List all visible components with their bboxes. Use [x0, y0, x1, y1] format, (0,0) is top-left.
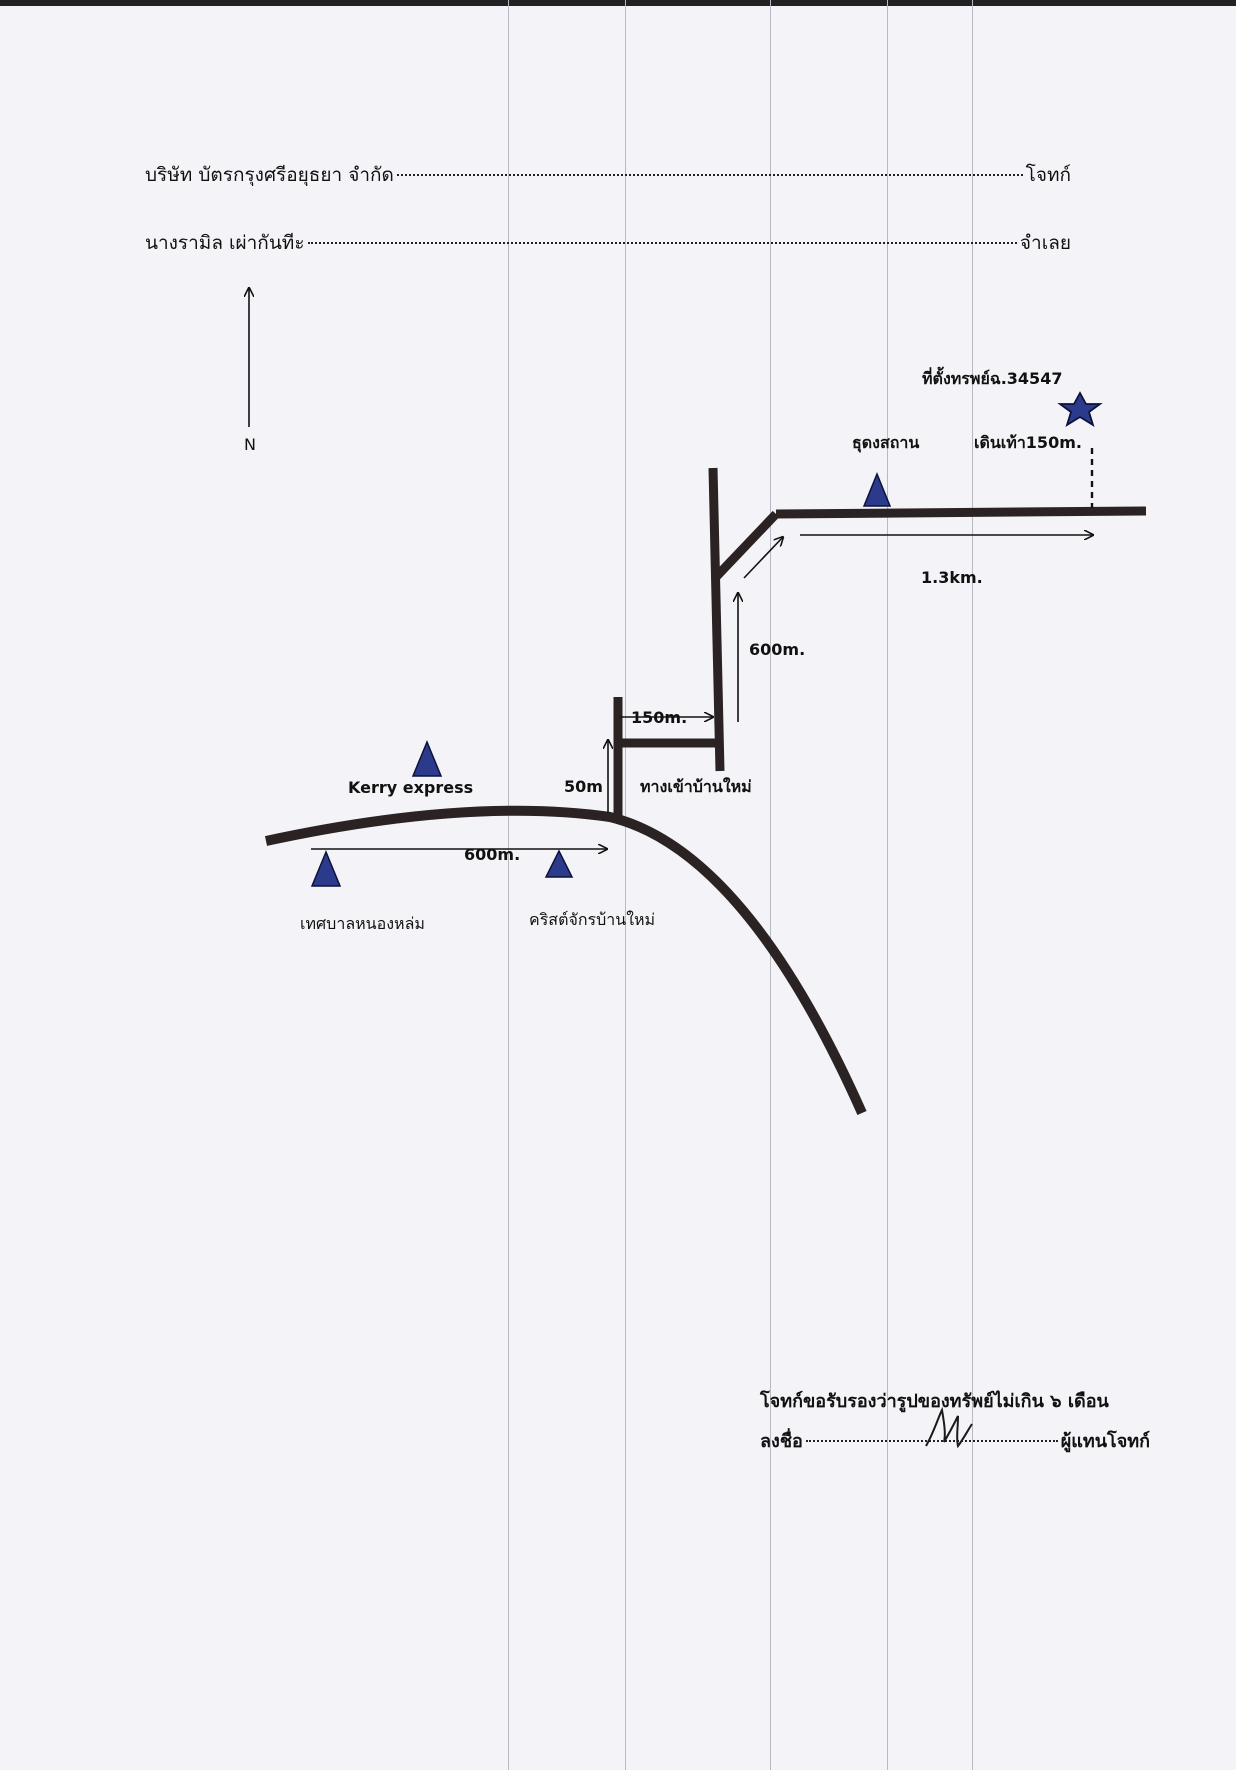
walk-label: เดินเท้า150m. [974, 433, 1082, 452]
fold-line [887, 0, 888, 1770]
property-label: ที่ตั้งทรพย์ฉ.34547 [922, 366, 1062, 388]
route-arrow-diagonal [743, 537, 783, 579]
main-road [264, 805, 867, 1116]
distance-50m: 50m [564, 777, 603, 796]
north-label: N [244, 435, 256, 454]
entrance-label: ทางเข้าบ้านใหม่ [640, 777, 752, 796]
kerry-label: Kerry express [348, 778, 473, 797]
property-star-icon [1057, 391, 1103, 428]
sign-prefix: ลงชื่อ [760, 1431, 803, 1452]
church-marker [544, 849, 574, 878]
scan-top-border [0, 0, 1236, 6]
distance-150m: 150m. [631, 708, 687, 727]
handwritten-signature [925, 1406, 973, 1449]
diagonal-road [712, 510, 780, 581]
distance-600m-north: 600m. [749, 640, 805, 659]
distance-600m-main: 600m. [464, 845, 520, 864]
plaintiff-name: บริษัท บัตรกรุงศรีอยุธยา จำกัด [145, 164, 394, 186]
dotted-leader [307, 242, 1017, 244]
sign-suffix: ผู้แทนโจทก์ [1060, 1431, 1150, 1452]
certification-text: โจทก์ขอรับรองว่ารูปของทรัพย์ไม่เกิน ๖ เด… [760, 1391, 1109, 1412]
defendant-line: นางรามิล เผ่ากันทีะ จำเลย [145, 228, 1071, 258]
signature-line: ลงชื่อ ผู้แทนโจทก์ [760, 1426, 1150, 1455]
distance-1-3km: 1.3km. [921, 568, 983, 587]
plaintiff-role: โจทก์ [1025, 164, 1071, 186]
defendant-name: นางรามิล เผ่ากันทีะ [145, 232, 305, 254]
dotted-leader [805, 1440, 1058, 1442]
dotted-leader [396, 174, 1023, 176]
kerry-marker [411, 740, 443, 777]
fold-line [972, 0, 973, 1770]
church-label: คริสต์จักรบ้านใหม่ [529, 910, 655, 929]
east-road [775, 506, 1147, 519]
plaintiff-line: บริษัท บัตรกรุงศรีอยุธยา จำกัด โจทก์ [145, 160, 1071, 190]
fold-line [625, 0, 626, 1770]
fold-line [508, 0, 509, 1770]
north-road [708, 467, 725, 772]
temple-marker [862, 472, 892, 507]
municipality-marker [310, 850, 342, 887]
defendant-role: จำเลย [1019, 232, 1071, 254]
fold-line [770, 0, 771, 1770]
temple-label: ธุดงสถาน [852, 433, 919, 453]
municipality-label: เทศบาลหนองหล่ม [300, 914, 425, 933]
